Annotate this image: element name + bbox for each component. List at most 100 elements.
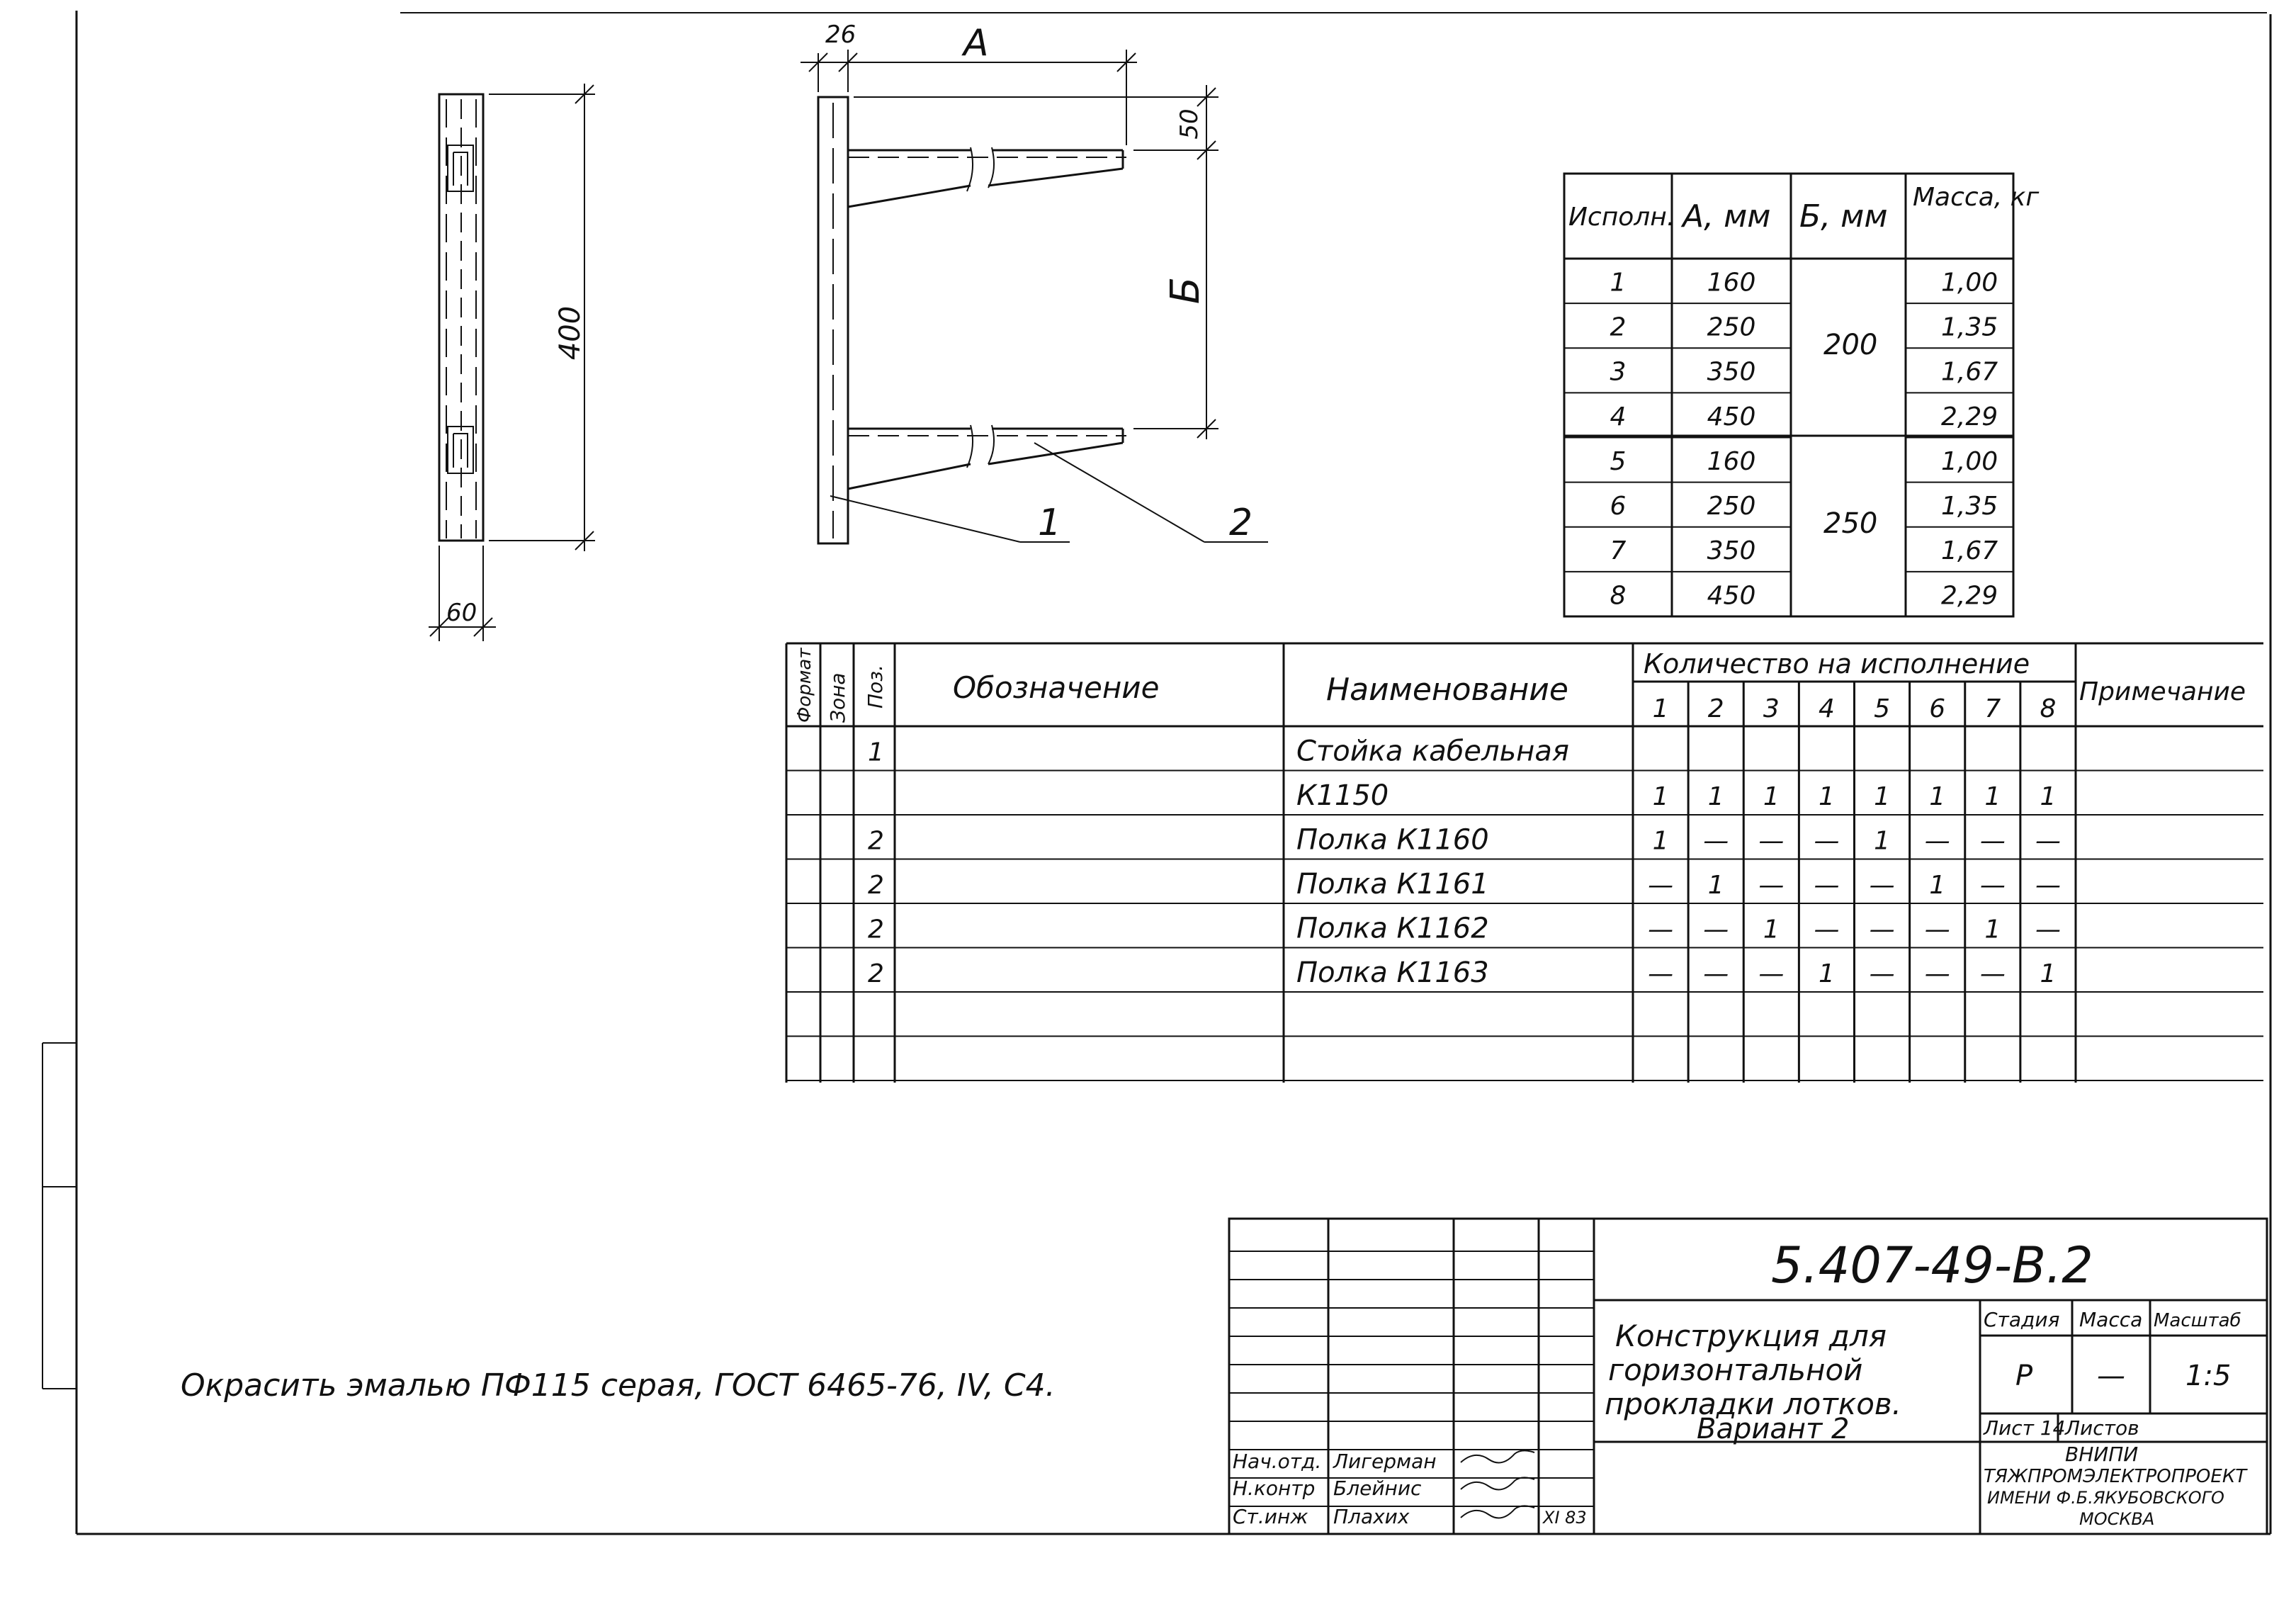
scale-label: Масштаб (2154, 1310, 2241, 1331)
exec-cell-a: 450 (1707, 581, 1756, 610)
sheet-label: Лист 14 (1983, 1416, 2066, 1440)
spec-header-qty: Количество на исполнение (1644, 648, 2030, 679)
spec-cell-qty: — (1870, 959, 1895, 988)
spec-cell-pos: 2 (868, 827, 884, 856)
exec-cell-a: 250 (1707, 492, 1756, 521)
title-block-name: Блейнис (1333, 1477, 1422, 1500)
specification-table (785, 642, 2263, 1083)
spec-cell-qty: — (1758, 827, 1784, 856)
spec-cell-qty: — (1980, 827, 2006, 856)
exec-header-mass: Масса, кг (1913, 183, 2040, 212)
spec-header-designation: Обозначение (953, 670, 1159, 705)
spec-header-zone: Зона (826, 672, 849, 723)
dim-50: 50 (1175, 108, 1204, 139)
exec-cell-mass: 2,29 (1941, 402, 1998, 431)
spec-cell-qty: — (1980, 871, 2006, 900)
org-line-4: МОСКВА (2079, 1509, 2154, 1529)
title-block-date: XI 83 (1542, 1508, 1587, 1528)
spec-cell-qty: — (1925, 827, 1950, 856)
spec-cell-qty: 1 (1653, 782, 1669, 811)
exec-header-a: А, мм (1680, 198, 1770, 235)
org-line-1: ВНИПИ (2065, 1443, 2138, 1466)
dim-60: 60 (446, 599, 477, 627)
scale-value: 1:5 (2185, 1360, 2231, 1392)
execution-table (1563, 172, 2015, 618)
spec-cell-qty: 1 (1984, 782, 2001, 811)
leader-pos-1: 1 (1038, 502, 1061, 544)
exec-cell-a: 350 (1707, 358, 1756, 387)
spec-cell-qty: — (1703, 827, 1729, 856)
exec-cell-mass: 1,00 (1941, 447, 1998, 476)
spec-cell-qty: 1 (1874, 827, 1890, 856)
title-line-2: горизонтальной (1608, 1353, 1862, 1387)
exec-cell-a: 160 (1707, 268, 1756, 297)
exec-cell-variant: 8 (1610, 581, 1627, 610)
exec-b-group-2: 250 (1823, 507, 1877, 540)
signature-mark (1460, 1450, 1535, 1464)
exec-cell-mass: 1,35 (1941, 313, 1998, 342)
dim-26: 26 (825, 21, 856, 49)
spec-cell-qty: 1 (1929, 871, 1945, 900)
spec-cell-qty: — (2035, 827, 2061, 856)
leader-pos-2: 2 (1229, 502, 1252, 544)
spec-qty-col-header: 4 (1819, 694, 1835, 723)
spec-cell-qty: 1 (1819, 782, 1835, 811)
org-line-2: ТЯЖПРОМЭЛЕКТРОПРОЕКТ (1984, 1466, 2248, 1487)
title-block (1228, 1217, 2268, 1535)
spec-header-format: Формат (794, 648, 815, 723)
exec-cell-mass: 2,29 (1941, 581, 1998, 610)
spec-qty-col-header: 3 (1763, 694, 1780, 723)
sheets-label: Листов (2064, 1416, 2139, 1440)
spec-cell-qty: — (1703, 915, 1729, 944)
spec-cell-qty: — (1758, 871, 1784, 900)
spec-cell-pos: 2 (868, 959, 884, 988)
exec-cell-variant: 4 (1610, 402, 1627, 431)
front-view (801, 50, 1268, 545)
spec-cell-name: Стойка кабельная (1296, 735, 1569, 768)
exec-cell-variant: 5 (1610, 447, 1627, 476)
spec-cell-qty: — (2035, 915, 2061, 944)
exec-header-variant: Исполн. (1568, 203, 1675, 232)
spec-cell-qty: 1 (1819, 959, 1835, 988)
spec-cell-qty: — (1814, 827, 1839, 856)
title-line-4: Вариант 2 (1697, 1413, 1849, 1445)
stage-value: Р (2015, 1360, 2033, 1392)
stage-label: Стадия (1984, 1308, 2059, 1331)
title-block-role: Ст.инж (1233, 1505, 1308, 1528)
dim-b: Б (1163, 277, 1209, 304)
spec-cell-name: Полка К1161 (1296, 868, 1489, 901)
exec-cell-mass: 1,35 (1941, 492, 1998, 521)
spec-cell-qty: 1 (1929, 782, 1945, 811)
exec-b-group-1: 200 (1823, 329, 1877, 361)
exec-cell-mass: 1,00 (1941, 268, 1998, 297)
title-block-role: Нач.отд. (1233, 1450, 1321, 1473)
spec-cell-qty: — (1703, 959, 1729, 988)
side-view (429, 84, 595, 641)
signature-mark (1460, 1505, 1535, 1519)
title-line-3: прокладки лотков. (1605, 1387, 1901, 1421)
mass-value: — (2097, 1360, 2125, 1392)
spec-cell-qty: 1 (1708, 871, 1724, 900)
signature-mark (1460, 1477, 1535, 1491)
spec-qty-col-header: 5 (1874, 694, 1890, 723)
mass-label: Масса (2079, 1308, 2142, 1331)
title-block-role: Н.контр (1233, 1477, 1315, 1500)
spec-cell-name: Полка К1163 (1296, 956, 1489, 989)
spec-cell-name: Полка К1160 (1296, 824, 1489, 857)
paint-note: Окрасить эмалью ПФ115 серая, ГОСТ 6465-7… (181, 1367, 1056, 1404)
spec-cell-qty: 1 (2040, 959, 2056, 988)
spec-cell-pos: 1 (868, 738, 884, 767)
exec-cell-mass: 1,67 (1941, 536, 1998, 565)
exec-cell-a: 250 (1707, 313, 1756, 342)
spec-cell-qty: — (2035, 871, 2061, 900)
spec-cell-qty: 1 (1708, 782, 1724, 811)
spec-cell-qty: 1 (1653, 827, 1669, 856)
exec-cell-variant: 3 (1610, 358, 1627, 387)
spec-cell-qty: — (1980, 959, 2006, 988)
title-block-name: Лигерман (1333, 1450, 1437, 1473)
